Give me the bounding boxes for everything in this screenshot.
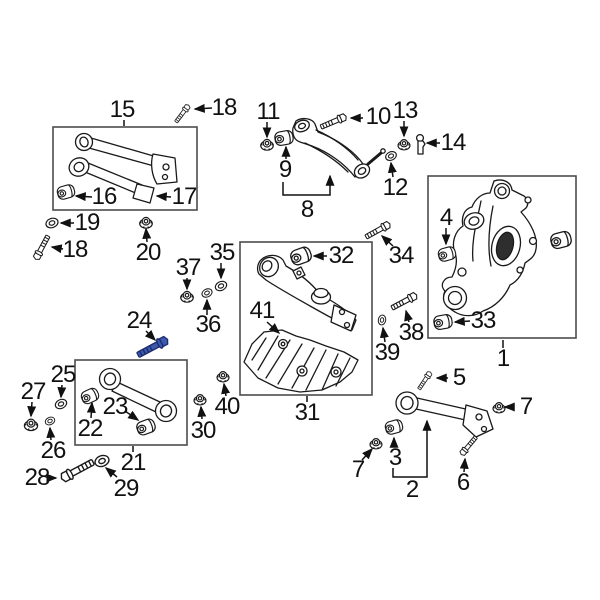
washer-12-icon <box>383 149 399 163</box>
clip-14-icon <box>415 133 426 155</box>
bolt-10-icon <box>318 111 349 132</box>
nut-13-icon <box>397 139 411 151</box>
bushing-33-icon <box>432 313 454 331</box>
upper-control-arm-icon <box>292 117 386 179</box>
assist-arm-icon <box>98 367 178 423</box>
bolt-28-icon <box>58 456 97 485</box>
bushing-3-icon <box>383 418 405 436</box>
nut-7-left-icon <box>369 438 383 450</box>
washer-29-icon <box>92 452 112 470</box>
washer-36-icon <box>200 286 214 300</box>
washer-35-icon <box>213 278 229 294</box>
bolt-34-icon <box>363 219 393 242</box>
lateral-arm-upper-icon <box>74 132 178 185</box>
washer-39-icon <box>377 313 387 327</box>
knuckle-icon <box>441 179 538 317</box>
nut-30-icon <box>193 394 207 406</box>
washer-26-icon <box>43 415 57 427</box>
bushing-9-icon <box>273 129 295 147</box>
arm-cover-41-icon <box>243 329 359 393</box>
bolt-6-icon <box>458 434 480 458</box>
callout-arrows <box>27 103 515 483</box>
nut-40-icon <box>216 371 230 383</box>
washer-25-icon <box>53 396 69 412</box>
nut-7-right-icon <box>492 402 506 414</box>
bolt-18-top-icon <box>172 102 192 125</box>
bolt-18-left-icon <box>31 233 53 262</box>
washer-19-icon <box>44 215 60 231</box>
nut-27-icon <box>23 418 39 432</box>
bolt-5-icon <box>415 369 434 392</box>
lower-control-arm-icon <box>256 254 357 332</box>
nut-20-icon <box>139 216 153 229</box>
nut-11-icon <box>260 138 274 151</box>
nut-37-icon <box>180 290 194 303</box>
lateral-arm-lower-icon <box>68 157 155 204</box>
bolt-38-icon <box>389 290 420 313</box>
trailing-arm-icon <box>395 391 494 438</box>
